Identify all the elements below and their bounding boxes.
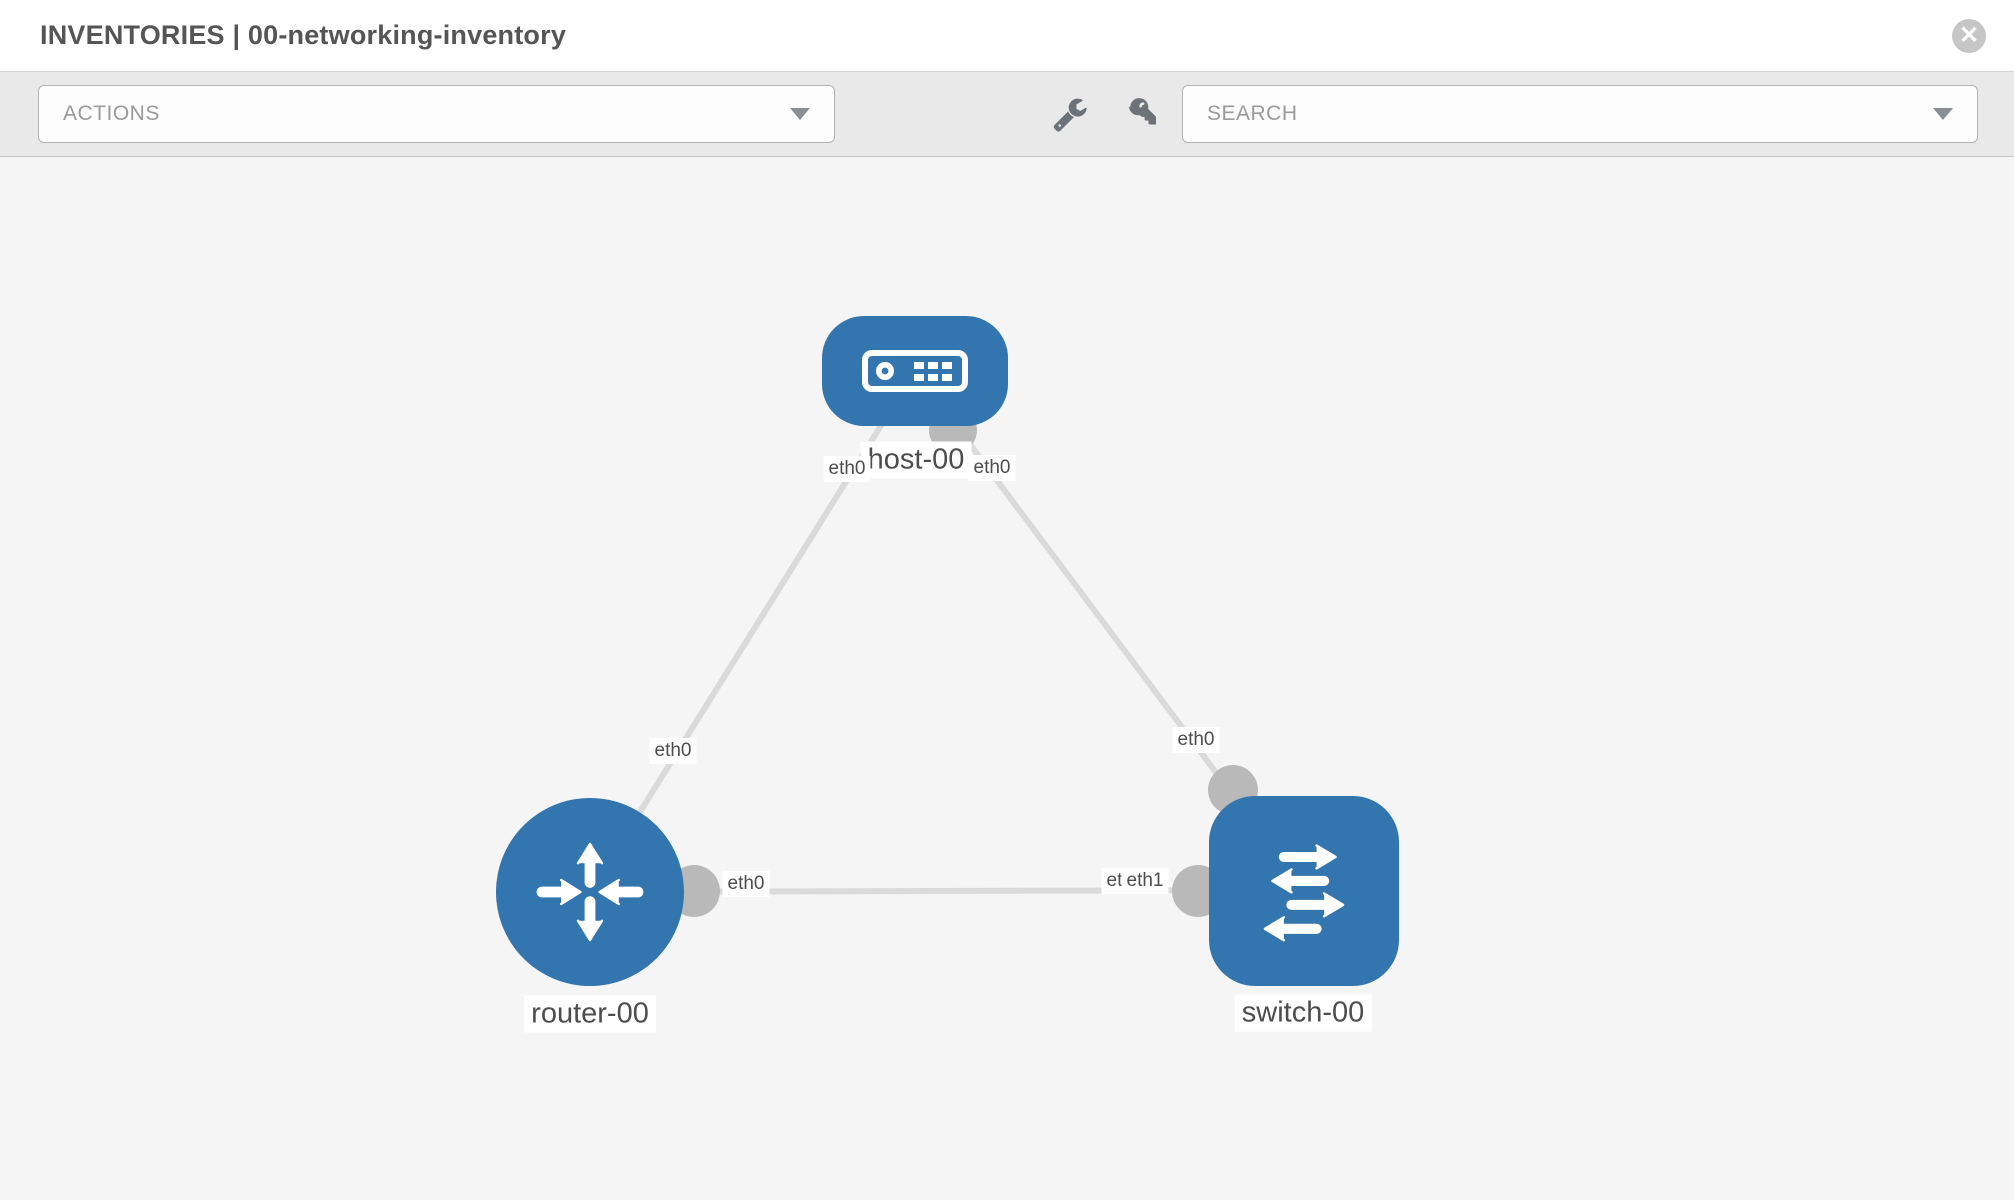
node-label-router: router-00 [524,995,656,1033]
iface-label-router-to-host: eth0 [649,738,697,764]
node-switch-00[interactable] [1209,796,1399,986]
panel-header: INVENTORIES | 00-networking-inventory ✕ [0,0,2014,72]
iface-label-router-to-switch: eth0 [722,871,770,897]
topology-links [587,369,1307,895]
switch-icon [1241,828,1367,954]
node-router-00[interactable] [496,798,684,986]
iface-label-host-to-router: eth0 [823,456,871,482]
iface-label-host-to-switch: eth0 [968,455,1016,481]
iface-label-switch-eth1: eth1 [1121,868,1169,894]
chevron-down-icon [1933,108,1953,120]
search-dropdown-label: SEARCH [1207,102,1298,125]
page-title: INVENTORIES | 00-networking-inventory [40,20,567,50]
host-icon [862,347,968,395]
topology-canvas[interactable]: host-00 router-00 switch-00 eth0 eth0 et… [0,157,2014,1200]
search-dropdown[interactable]: SEARCH [1182,85,1978,143]
wrench-icon[interactable] [1052,96,1088,132]
chevron-down-icon [790,108,810,120]
node-label-switch: switch-00 [1234,994,1372,1032]
iface-label-switch-to-host: eth0 [1172,727,1220,753]
node-label-host: host-00 [860,441,972,479]
node-host-00[interactable] [822,316,1008,426]
router-icon [530,832,650,952]
close-icon[interactable]: ✕ [1952,19,1986,53]
actions-dropdown-label: ACTIONS [63,102,160,125]
key-icon[interactable] [1120,96,1158,132]
toolbar: ACTIONS SEARCH [0,72,2014,157]
actions-dropdown[interactable]: ACTIONS [38,85,835,143]
iface-label-switch-overlap: eth0 eth1 [1101,868,1169,894]
